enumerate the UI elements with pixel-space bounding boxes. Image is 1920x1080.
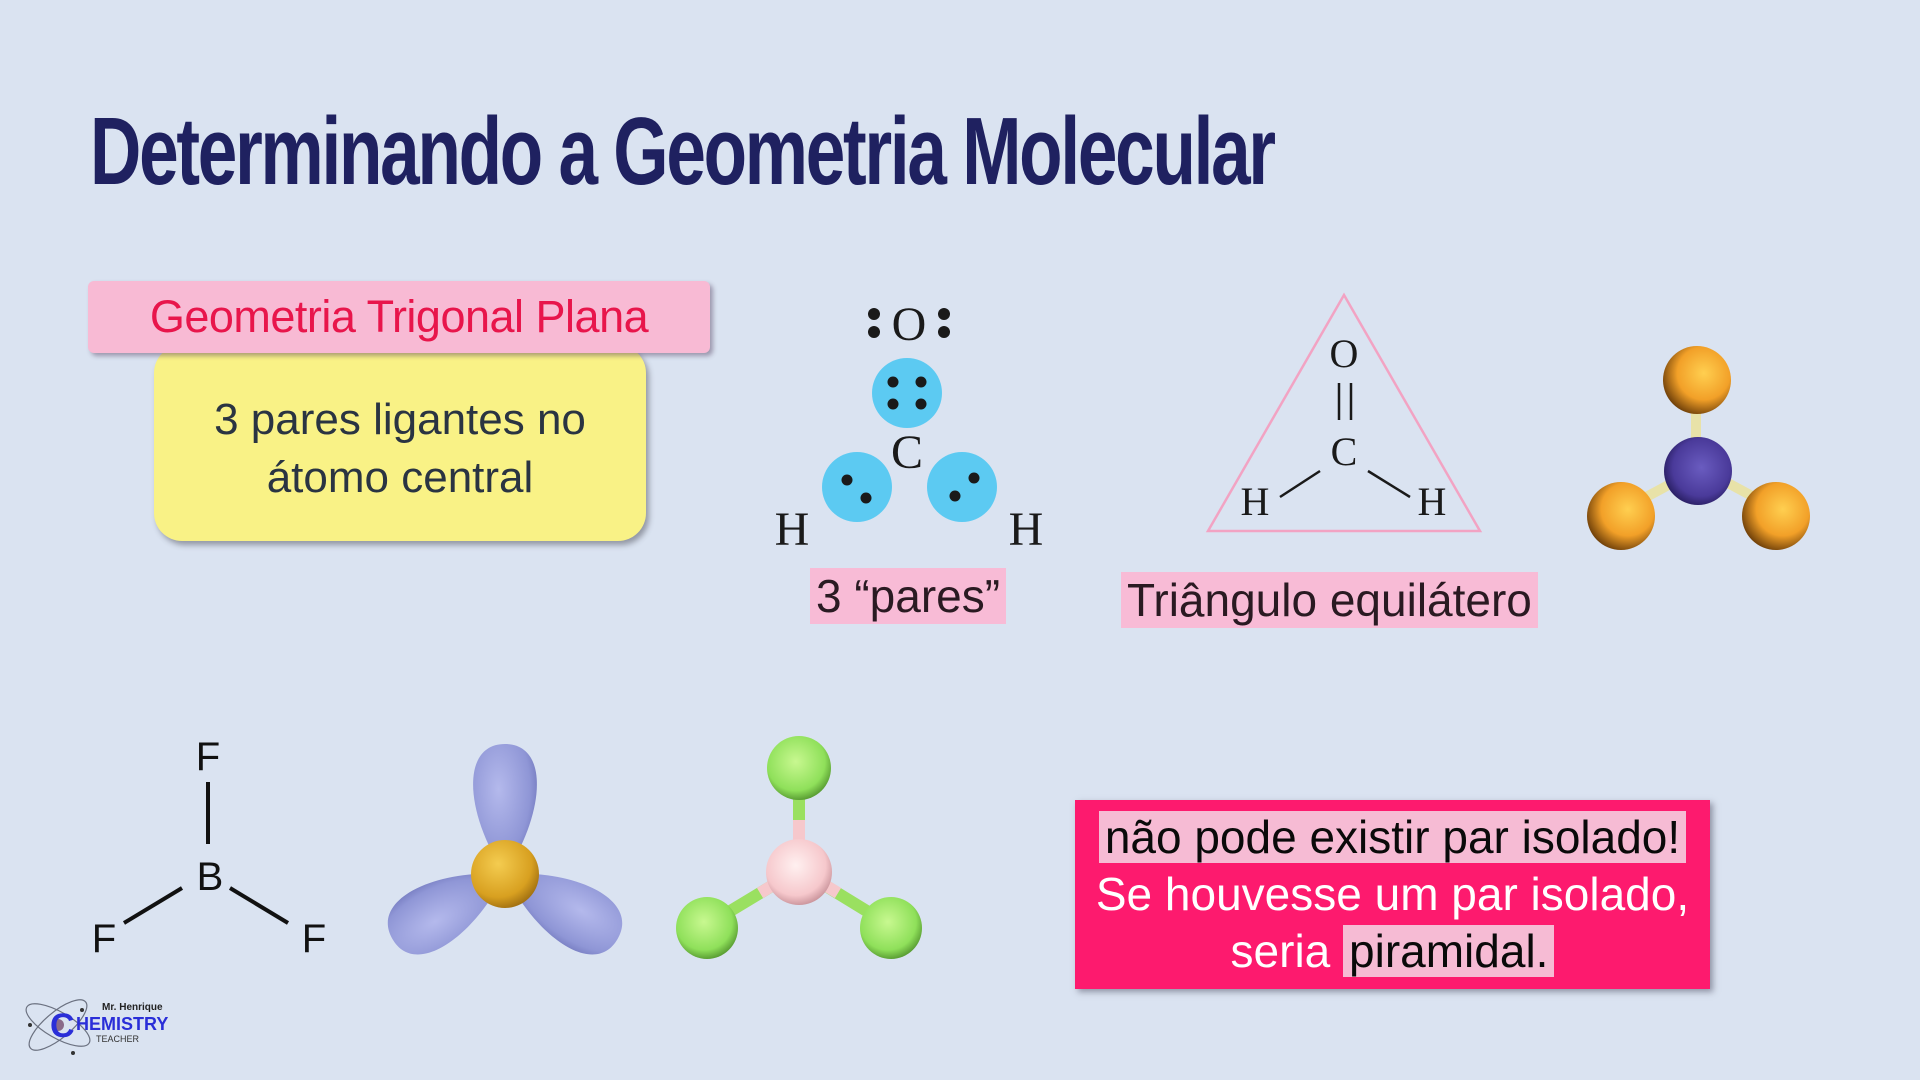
svg-text:H: H bbox=[1241, 479, 1270, 524]
bf3-3d-icon bbox=[676, 736, 922, 959]
triangle-formula-icon: O C H H bbox=[1205, 292, 1483, 533]
note-line-3-highlight: piramidal. bbox=[1343, 925, 1555, 977]
svg-text:B: B bbox=[197, 855, 224, 899]
triangle-structure-diagram: O C H H bbox=[1200, 290, 1500, 540]
svg-text:HEMISTRY: HEMISTRY bbox=[76, 1014, 168, 1034]
atom-h-right: H bbox=[1009, 503, 1044, 556]
svg-text:C: C bbox=[1331, 429, 1358, 474]
atom-c: C bbox=[891, 426, 923, 479]
note-line-2: Se houvesse um par isolado, bbox=[1095, 868, 1690, 920]
note-line-3-prefix: seria bbox=[1230, 925, 1344, 977]
svg-text:F: F bbox=[196, 735, 220, 779]
atom-h-left: H bbox=[775, 503, 810, 556]
molecule-3d-icon bbox=[1587, 346, 1810, 550]
svg-text:C: C bbox=[50, 1007, 75, 1045]
bf3-structure-diagram: F B F F bbox=[80, 730, 340, 961]
description-line-2: átomo central bbox=[266, 453, 534, 502]
triangle-caption: Triângulo equilátero bbox=[1121, 572, 1538, 628]
svg-text:F: F bbox=[92, 917, 116, 960]
lewis-structure-diagram: O C H H bbox=[760, 290, 1060, 560]
description-line-1: 3 pares ligantes no bbox=[214, 395, 586, 444]
note-line-1: não pode existir par isolado! bbox=[1098, 811, 1687, 863]
lewis-structure-icon: O C H H bbox=[775, 298, 1044, 556]
svg-text:O: O bbox=[1330, 331, 1359, 376]
svg-text:Mr. Henrique: Mr. Henrique bbox=[102, 1002, 163, 1013]
atom-o: O bbox=[892, 298, 927, 351]
lone-pair-note: não pode existir par isolado! Se houvess… bbox=[1075, 800, 1710, 989]
svg-text:F: F bbox=[302, 917, 326, 960]
pairs-caption: 3 “pares” bbox=[810, 568, 1007, 624]
svg-text:TEACHER: TEACHER bbox=[96, 1034, 140, 1044]
orbital-model bbox=[370, 730, 640, 970]
geometry-description-card: 3 pares ligantes no átomo central bbox=[154, 345, 646, 541]
svg-text:H: H bbox=[1418, 479, 1447, 524]
bf3-formula-icon: F B F F bbox=[92, 735, 326, 961]
geometry-type-label: Geometria Trigonal Plana bbox=[149, 291, 649, 342]
atom-logo-icon: C Mr. Henrique HEMISTRY TEACHER bbox=[25, 999, 168, 1055]
geometry-type-heading: Geometria Trigonal Plana bbox=[88, 281, 710, 353]
ball-stick-model-green bbox=[665, 725, 925, 965]
hybrid-orbital-icon bbox=[387, 744, 623, 955]
channel-logo: C Mr. Henrique HEMISTRY TEACHER bbox=[20, 985, 180, 1065]
slide-title: Determinando a Geometria Molecular bbox=[90, 98, 1276, 205]
ball-stick-model-orange bbox=[1580, 340, 1820, 560]
